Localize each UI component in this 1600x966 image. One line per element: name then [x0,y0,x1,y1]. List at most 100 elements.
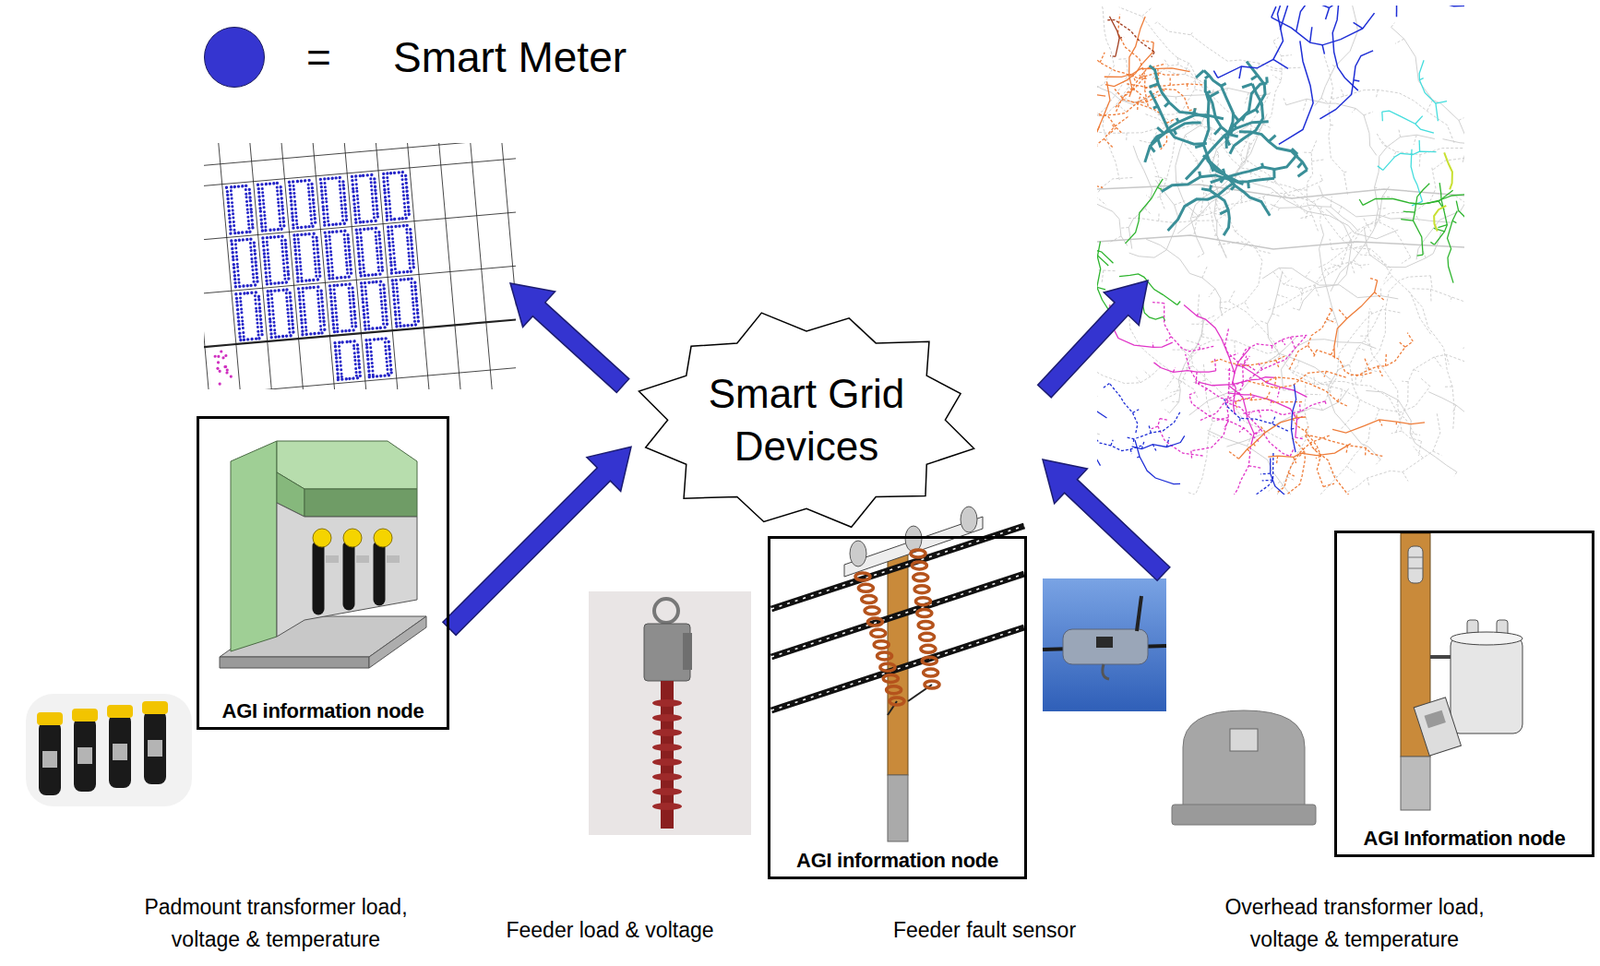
feeder-map [1340,257,1343,264]
meter-map [257,302,262,307]
meter-map [311,278,316,283]
overhead-feeder-drawing [889,697,905,705]
meter-map [357,355,361,359]
feeder-map [1177,56,1180,65]
meter-map [262,248,266,252]
meter-map [311,205,316,210]
meter-map [262,198,265,202]
meter-map [354,227,359,232]
meter-map [374,226,379,230]
feeder-map [1191,31,1194,36]
meter-map [371,373,375,377]
meter-map [329,253,333,257]
meter-map [275,181,280,186]
meter-map [309,214,312,217]
meter-map [324,197,328,201]
meter-map [299,318,304,323]
feeder-map [1382,110,1434,133]
feeder-map [1097,208,1116,271]
feeder-map [1175,89,1214,217]
meter-map [366,226,371,231]
feeder-map [1346,445,1349,454]
meter-map [276,281,281,286]
feeder-map [1133,409,1140,414]
feeder-map [1208,433,1218,438]
padmount-photo [142,701,168,785]
meter-map [301,290,305,294]
meter-map [361,300,366,305]
meter-map [357,247,361,251]
meter-map [327,235,331,239]
meter-map [371,212,375,215]
meter-map [389,263,394,268]
meter-map [327,230,332,235]
overhead-feeder-drawing [883,674,898,682]
meter-map [261,194,264,198]
feeder-map [1235,401,1238,408]
meter-map [233,281,238,286]
padmount-photo [42,751,58,768]
feeder-map [1225,369,1235,372]
meter-map [354,220,359,225]
meter-map [292,238,297,242]
feeder-map [1376,133,1465,157]
meter-map [343,240,347,244]
padmount-transformer-drawing [373,528,393,548]
meter-map [311,231,316,236]
meter-map [401,182,405,186]
feeder-map [1154,176,1167,179]
meter-map [265,282,270,287]
meter-map [411,265,416,270]
meter-map [340,206,344,210]
meter-map [247,187,251,192]
feeder-map [1310,442,1313,448]
feeder-map [1247,449,1251,454]
meter-map [304,286,309,290]
meter-map [361,309,366,313]
feeder-map [1107,20,1155,53]
feeder-map [1349,167,1436,251]
meter-map [322,223,327,227]
meter-map [374,235,378,239]
meter-map [240,315,244,319]
meter-map [385,217,390,222]
meter-map [248,195,252,200]
feeder-map [1301,152,1312,154]
feeder-map [1154,22,1158,25]
meter-map [394,282,398,286]
feeder-map [1155,196,1160,199]
meter-map [386,187,390,191]
meter-map [372,177,377,181]
feeder-sensor-photo [652,788,682,796]
meter-map [353,312,358,317]
meter-map [389,171,394,176]
meter-map [280,246,284,250]
meter-map [353,213,358,217]
starburst-node: Smart Grid Devices [631,307,982,533]
padmount-transformer-drawing [356,555,370,563]
feeder-map [1434,182,1448,245]
meter-map [356,343,360,347]
meter-map [260,221,264,226]
feeder-map [1130,449,1132,454]
feeder-map [1243,453,1274,495]
meter-map [400,216,405,221]
meter-map [361,173,366,178]
feeder-map [1110,440,1113,446]
overhead-feeder-drawing [921,656,937,665]
meter-map [203,143,516,390]
feeder-map [1323,266,1329,275]
meter-map [279,189,284,193]
meter-map [257,294,262,299]
meter-map [329,295,334,299]
meter-map [407,254,411,258]
meter-map [413,280,418,285]
meter-map [387,194,391,198]
feeder-map [1188,492,1196,495]
feeder-map [1159,418,1168,420]
meter-map [323,192,327,196]
meter-map [324,200,328,203]
feeder-map [1240,241,1249,251]
meter-map [411,258,416,263]
feeder-map [1212,419,1218,422]
